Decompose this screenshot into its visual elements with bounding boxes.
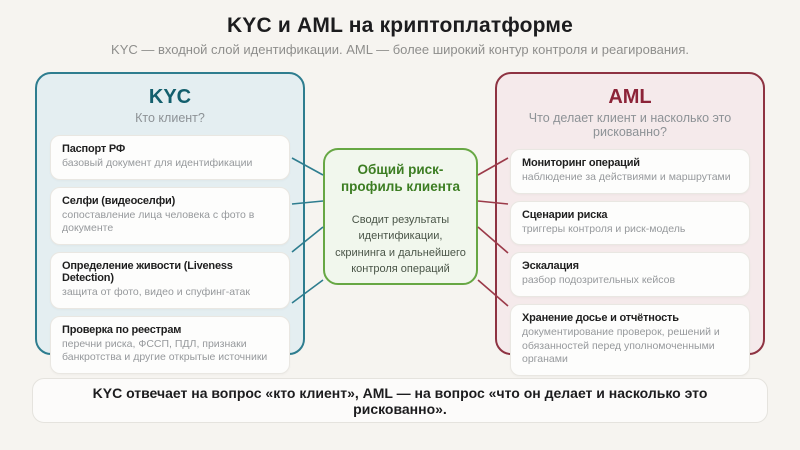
kyc-card-passport: Паспорт РФ базовый документ для идентифи… (50, 135, 290, 180)
card-title: Паспорт РФ (62, 143, 126, 155)
aml-card-escalation: Эскалация разбор подозрительных кейсов (510, 252, 750, 297)
card-desc: документирование проверок, решений и обя… (522, 325, 720, 366)
aml-panel-title: AML (608, 86, 652, 108)
card-desc: разбор подозрительных кейсов (522, 274, 676, 287)
summary-text: KYC отвечает на вопрос «кто клиент», AML… (92, 384, 708, 417)
kyc-card-list: Паспорт РФ базовый документ для идентифи… (50, 135, 290, 374)
aml-card-risk-scenarios: Сценарии риска триггеры контроля и риск-… (510, 200, 750, 246)
card-desc: наблюдение за действиями и маршрутами (522, 171, 731, 183)
page-subtitle: KYC — входной слой идентификации. AML — … (111, 42, 689, 57)
risk-profile-body: Сводит результаты идентификации, скринин… (335, 213, 466, 276)
card-desc: защита от фото, видео и спуфинг-атак (62, 285, 250, 298)
risk-profile-title: Общий риск-профиль клиента (341, 162, 460, 194)
page-title: KYC и AML на криптоплатформе (226, 14, 574, 37)
risk-profile-box: Общий риск-профиль клиента Сводит резуль… (323, 148, 478, 285)
kyc-panel-subtitle: Кто клиент? (135, 111, 205, 125)
kyc-panel: KYC Кто клиент? Паспорт РФ базовый докум… (35, 72, 305, 374)
card-title: Определение живости (Liveness Detection) (62, 259, 233, 284)
card-title: Мониторинг операций (522, 157, 640, 169)
card-desc: перечни риска, ФССП, ПДЛ, признаки банкр… (62, 337, 268, 364)
kyc-card-liveness: Определение живости (Liveness Detection)… (50, 251, 290, 309)
card-title: Сценарии риска (522, 208, 608, 221)
aml-card-list: Мониторинг операций наблюдение за действ… (510, 149, 750, 376)
card-title: Эскалация (522, 260, 579, 273)
card-desc: базовый документ для идентификации (62, 157, 253, 169)
kyc-card-selfie: Селфи (видеоселфи) сопоставление лица че… (50, 186, 290, 245)
aml-panel-subtitle: Что делает клиент и насколько это рисков… (528, 111, 732, 139)
kyc-panel-title: KYC (148, 86, 192, 108)
card-desc: сопоставление лица человека с фото в док… (62, 208, 255, 235)
aml-panel: AML Что делает клиент и насколько это ри… (495, 72, 765, 376)
aml-card-recordkeeping: Хранение досье и отчётность документиров… (510, 303, 750, 376)
kyc-card-registries: Проверка по реестрам перечни риска, ФССП… (50, 315, 290, 374)
aml-card-monitoring: Мониторинг операций наблюдение за действ… (510, 149, 750, 194)
summary-bar: KYC отвечает на вопрос «кто клиент», AML… (32, 378, 768, 423)
card-desc: триггеры контроля и риск-модель (522, 222, 686, 235)
card-title: Хранение досье и отчётность (522, 311, 679, 324)
card-title: Проверка по реестрам (62, 323, 182, 336)
card-title: Селфи (видеоселфи) (62, 194, 176, 207)
